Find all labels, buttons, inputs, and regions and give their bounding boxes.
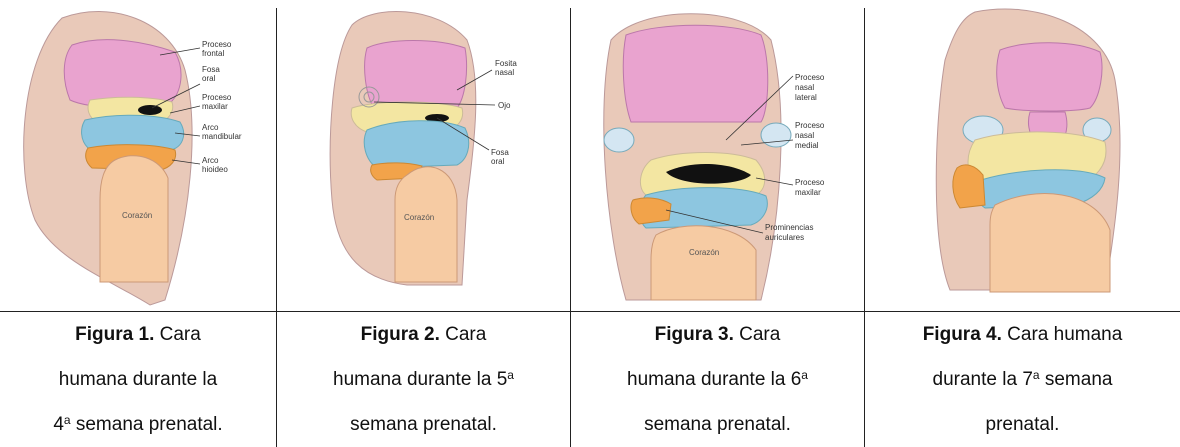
heart bbox=[651, 226, 756, 300]
caption-line: prenatal. bbox=[865, 402, 1180, 447]
label: Fosa bbox=[202, 65, 220, 74]
label: medial bbox=[795, 141, 819, 150]
label: Arco bbox=[202, 123, 219, 132]
label: Ojo bbox=[498, 101, 511, 110]
heart-label: Corazón bbox=[404, 213, 434, 222]
eye bbox=[604, 128, 634, 152]
label: Prominencias bbox=[765, 223, 813, 232]
heart bbox=[395, 167, 457, 282]
label: mandibular bbox=[202, 132, 242, 141]
figure-number: Figura 4. bbox=[923, 324, 1002, 345]
figure-4-caption: Figura 4. Cara humana durante la 7a sema… bbox=[865, 312, 1180, 447]
caption-line: humana durante la bbox=[0, 357, 276, 402]
auricular-prominences bbox=[631, 198, 671, 224]
figure-number: Figura 1. bbox=[75, 324, 154, 345]
label: maxilar bbox=[795, 188, 821, 197]
figure-number: Figura 3. bbox=[655, 324, 734, 345]
heart-label: Corazón bbox=[689, 248, 719, 257]
label: Proceso bbox=[795, 73, 825, 82]
caption-line: Figura 3. Cara bbox=[571, 312, 864, 357]
label: maxilar bbox=[202, 102, 228, 111]
caption-line: semana prenatal. bbox=[277, 402, 570, 447]
caption-line: semana prenatal. bbox=[571, 402, 864, 447]
heart bbox=[990, 194, 1110, 292]
label: nasal bbox=[795, 131, 814, 140]
figure-2-illustration: Corazón Fosita nasal Ojo Fosa oral bbox=[277, 0, 570, 311]
eye bbox=[761, 123, 791, 147]
figure-4-illustration bbox=[865, 0, 1180, 311]
label: Proceso bbox=[202, 93, 232, 102]
figure-number: Figura 2. bbox=[361, 324, 440, 345]
figure-1-illustration: Corazón Proceso frontal Fosa oral Proces… bbox=[0, 0, 276, 311]
figure-3-caption: Figura 3. Cara humana durante la 6a sema… bbox=[571, 312, 864, 447]
heart-label: Corazón bbox=[122, 211, 152, 220]
caption-line: Figura 4. Cara humana bbox=[865, 312, 1180, 357]
figure-3-illustration: Corazón Proceso nasal lateral Proceso na… bbox=[571, 0, 864, 311]
label: nasal bbox=[795, 83, 814, 92]
label: Fosa bbox=[491, 148, 509, 157]
label: auriculares bbox=[765, 233, 804, 242]
frontal-process bbox=[623, 25, 767, 122]
label: Proceso bbox=[795, 121, 825, 130]
caption-line: humana durante la 5a bbox=[277, 357, 570, 402]
oral-fossa bbox=[138, 105, 162, 115]
label: frontal bbox=[202, 49, 224, 58]
figure-2-caption: Figura 2. Cara humana durante la 5a sema… bbox=[277, 312, 570, 447]
caption-line: Figura 2. Cara bbox=[277, 312, 570, 357]
figure-1-caption: Figura 1. Cara humana durante la 4a sema… bbox=[0, 312, 276, 447]
label: Proceso bbox=[795, 178, 825, 187]
label: nasal bbox=[495, 68, 514, 77]
label: lateral bbox=[795, 93, 817, 102]
frontal-process bbox=[365, 41, 467, 111]
label: Proceso bbox=[202, 40, 232, 49]
label: hioideo bbox=[202, 165, 228, 174]
caption-line: humana durante la 6a bbox=[571, 357, 864, 402]
label: Fosita bbox=[495, 59, 517, 68]
frontal-process bbox=[997, 43, 1102, 111]
auricular-prominences bbox=[953, 165, 985, 208]
caption-line: durante la 7a semana bbox=[865, 357, 1180, 402]
label: oral bbox=[491, 157, 505, 166]
label: Arco bbox=[202, 156, 219, 165]
caption-line: Figura 1. Cara bbox=[0, 312, 276, 357]
label: oral bbox=[202, 74, 216, 83]
caption-line: 4a semana prenatal. bbox=[0, 402, 276, 447]
